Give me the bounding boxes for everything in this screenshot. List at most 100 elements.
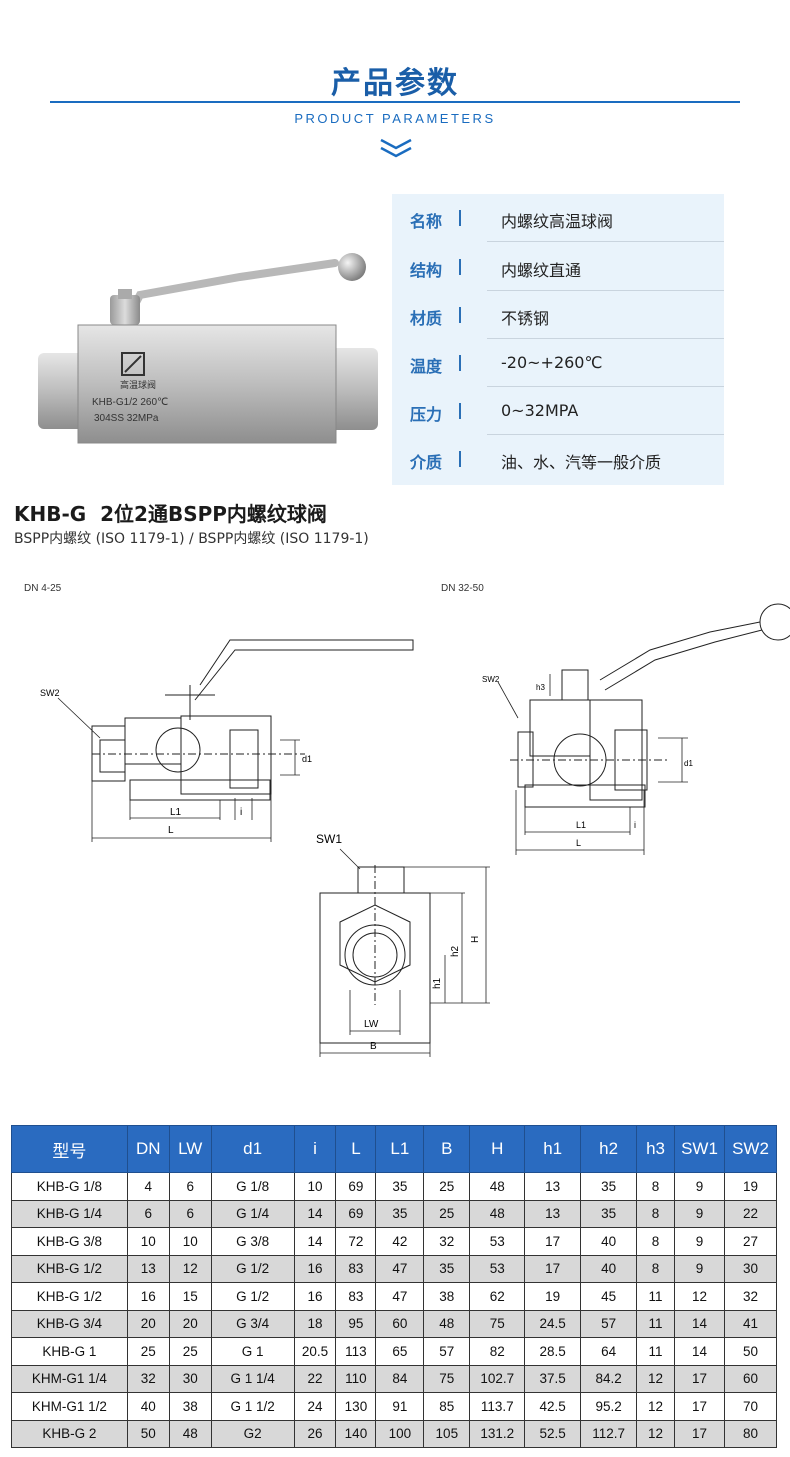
dn-range-small: DN 4-25 <box>24 583 62 594</box>
table-cell: 17 <box>524 1254 582 1283</box>
column-header: B <box>423 1125 471 1173</box>
table-cell: 131.2 <box>469 1419 526 1448</box>
table-cell: G 1/8 <box>210 1172 295 1201</box>
dim-d1: d1 <box>302 754 312 764</box>
dim-sw1: SW1 <box>316 832 342 846</box>
table-cell: 47 <box>375 1254 425 1283</box>
column-header: 型号 <box>11 1125 128 1173</box>
table-cell: 50 <box>126 1419 170 1448</box>
dim-i: i <box>240 807 242 818</box>
table-header-row: 型号 DN LW d1 i L L1 B H h1 h2 h3 SW1 SW2 <box>11 1125 778 1173</box>
table-cell: 22 <box>293 1364 337 1393</box>
table-cell: 9 <box>674 1254 725 1283</box>
spec-value: 内螺纹直通 <box>501 261 582 280</box>
table-cell: 14 <box>674 1309 725 1338</box>
spec-label: 压力 <box>410 405 443 424</box>
table-cell: 65 <box>375 1337 425 1366</box>
table-cell: 17 <box>674 1364 725 1393</box>
table-cell: 12 <box>636 1419 676 1448</box>
table-cell: 70 <box>723 1392 778 1421</box>
table-cell: 27 <box>723 1227 778 1256</box>
spec-label: 介质 <box>410 453 443 472</box>
table-cell: 102.7 <box>469 1364 526 1393</box>
product-subtitle: BSPP内螺纹 (ISO 1179-1) / BSPP内螺纹 (ISO 1179… <box>14 531 369 547</box>
table-cell: 95.2 <box>580 1392 638 1421</box>
section-subtitle: PRODUCT PARAMETERS <box>294 111 496 126</box>
table-cell: 14 <box>674 1337 725 1366</box>
row-separator <box>487 386 724 387</box>
row-separator <box>487 434 724 435</box>
chevron-down-icon <box>380 138 412 158</box>
dim-l1-large: L1 <box>576 820 586 830</box>
dim-h1: h1 <box>432 977 443 989</box>
column-header: LW <box>168 1125 212 1173</box>
table-cell: 64 <box>580 1337 638 1366</box>
table-cell: G 1 <box>210 1337 295 1366</box>
table-cell: KHB-G 1 <box>11 1337 128 1366</box>
table-cell: 17 <box>674 1419 725 1448</box>
table-cell: 100 <box>375 1419 425 1448</box>
column-header: d1 <box>210 1125 295 1173</box>
dim-sw2-large: SW2 <box>482 675 500 684</box>
table-cell: 20 <box>168 1309 212 1338</box>
spec-value: 不锈钢 <box>501 309 550 328</box>
drawing-front-view: SW1 H h2 h1 LW B <box>316 832 490 1057</box>
section-header: 产品参数 PRODUCT PARAMETERS <box>0 0 790 170</box>
spec-row: 名称 内螺纹高温球阀 <box>392 194 724 242</box>
table-cell: 17 <box>524 1227 582 1256</box>
table-cell: 42.5 <box>524 1392 582 1421</box>
table-cell: 20.5 <box>293 1337 337 1366</box>
table-cell: 35 <box>375 1199 425 1228</box>
table-cell: 25 <box>423 1199 471 1228</box>
table-cell: 25 <box>126 1337 170 1366</box>
table-cell: KHB-G 1/4 <box>11 1199 128 1228</box>
table-cell: G 1/2 <box>210 1282 295 1311</box>
table-cell: 15 <box>168 1282 212 1311</box>
table-cell: 30 <box>723 1254 778 1283</box>
column-header: h3 <box>636 1125 676 1173</box>
product-photo: 高温球阀 KHB-G1/2 260℃ 304SS 32MPa <box>38 253 378 444</box>
spec-label: 结构 <box>410 261 443 280</box>
column-header: SW2 <box>723 1125 778 1173</box>
table-cell: 82 <box>469 1337 526 1366</box>
table-cell: 40 <box>580 1254 638 1283</box>
table-cell: 9 <box>674 1199 725 1228</box>
dimension-table: 型号 DN LW d1 i L L1 B H h1 h2 h3 SW1 SW2 … <box>11 1125 778 1448</box>
dim-sw2: SW2 <box>40 688 60 698</box>
dim-h2: h2 <box>450 945 461 957</box>
column-header: DN <box>126 1125 170 1173</box>
table-cell: 8 <box>636 1254 676 1283</box>
table-cell: 16 <box>293 1282 337 1311</box>
table-cell: 60 <box>375 1309 425 1338</box>
table-cell: 16 <box>293 1254 337 1283</box>
table-cell: 47 <box>375 1282 425 1311</box>
spec-value: 油、水、汽等一般介质 <box>501 453 662 472</box>
spec-value: 0~32MPA <box>501 401 579 420</box>
table-cell: 35 <box>423 1254 471 1283</box>
dim-l-large: L <box>576 838 581 848</box>
photo-label-spec: 304SS 32MPa <box>94 413 159 424</box>
drawing-dn-large: L L1 i d1 h3 SW2 <box>482 603 790 855</box>
spec-value: -20~+260℃ <box>501 353 603 372</box>
table-cell: 41 <box>723 1309 778 1338</box>
spec-label: 温度 <box>410 357 443 376</box>
table-cell: KHB-G 1/2 <box>11 1254 128 1283</box>
table-cell: G 1/4 <box>210 1199 295 1228</box>
title-divider <box>50 101 740 103</box>
table-cell: 8 <box>636 1227 676 1256</box>
dim-h3: h3 <box>536 683 545 692</box>
table-cell: 91 <box>375 1392 425 1421</box>
spec-label: 名称 <box>410 212 443 231</box>
table-cell: 50 <box>723 1337 778 1366</box>
table-cell: 6 <box>126 1199 170 1228</box>
table-cell: 14 <box>293 1227 337 1256</box>
column-header: H <box>469 1125 526 1173</box>
table-cell: 24 <box>293 1392 337 1421</box>
table-cell: 10 <box>293 1172 337 1201</box>
table-cell: 69 <box>335 1199 377 1228</box>
product-title: KHB-G 2位2通BSPP内螺纹球阀 <box>14 502 327 526</box>
